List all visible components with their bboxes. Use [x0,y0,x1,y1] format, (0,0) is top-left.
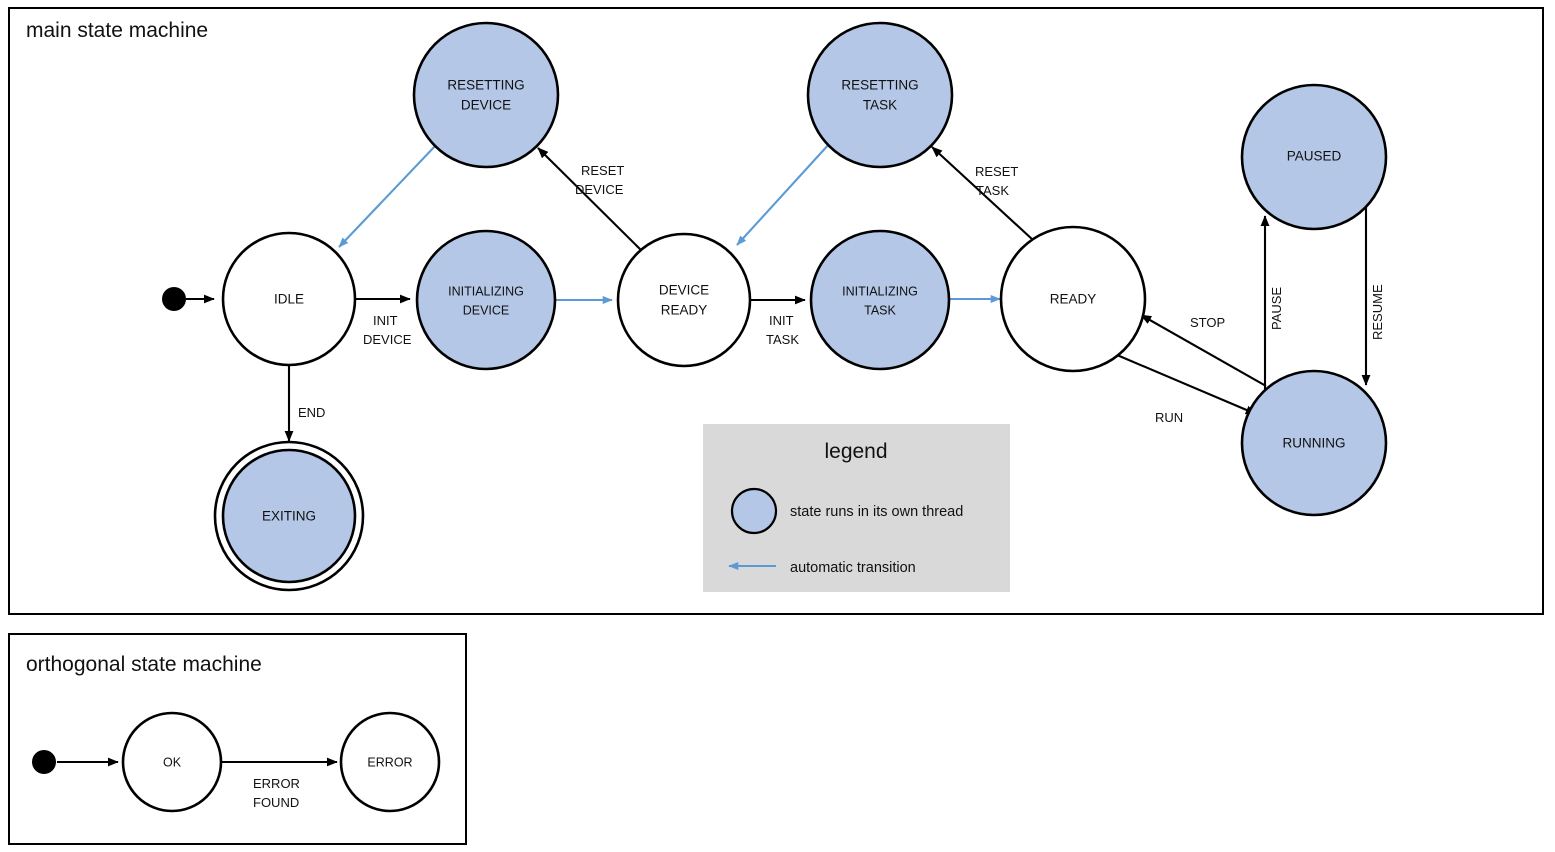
edge-device-ready-resetting-device: RESET DEVICE [537,147,645,254]
state-ready-circle[interactable] [999,225,1147,373]
state-resetting-task-label-line1: RESETTING [841,78,918,93]
edge-resetting-task-device-ready [736,142,831,246]
state-resetting-task-circle[interactable] [806,21,954,169]
state-resetting-device-label-line2: DEVICE [461,98,511,113]
state-device-ready[interactable]: DEVICE READY [616,232,752,368]
edge-idle-exiting: END [284,365,325,442]
legend-title: legend [824,440,887,463]
state-initializing-device-circle[interactable] [415,229,557,371]
edge-orthogonal-ok-error: ERROR FOUND [222,757,338,810]
edge-label-pause: PAUSE [1269,287,1284,330]
edge-paused-running: RESUME [1361,204,1385,386]
state-exiting-label: EXITING [262,509,316,524]
edge-label-end: END [298,405,325,420]
edge-label-reset-task-line2: TASK [976,183,1009,198]
state-initializing-device[interactable]: INITIALIZING DEVICE [415,229,557,371]
state-running-circle[interactable] [1240,369,1388,517]
edge-ready-running: RUN [1116,354,1257,425]
state-initializing-task[interactable]: INITIALIZING TASK [809,229,951,371]
state-initializing-task-label-line2: TASK [864,303,896,317]
edge-label-run: RUN [1155,410,1183,425]
state-exiting-circle[interactable] [221,448,357,584]
state-initializing-device-label-line2: DEVICE [463,303,510,317]
edge-label-resume: RESUME [1370,284,1385,340]
state-idle-circle[interactable] [221,231,357,367]
state-error-circle[interactable] [339,711,441,813]
edge-running-paused: PAUSE [1260,215,1284,400]
state-initializing-task-circle[interactable] [809,229,951,371]
state-paused-circle[interactable] [1240,83,1388,231]
state-ok-circle[interactable] [121,711,223,813]
state-initializing-device-label-line1: INITIALIZING [448,284,524,298]
state-initializing-task-label-line1: INITIALIZING [842,284,918,298]
state-ready-label: READY [1050,292,1097,307]
legend-auto-transition-text: automatic transition [790,560,916,576]
orthogonal-frame-title: orthogonal state machine [26,653,262,676]
legend-thread-state-icon [730,487,778,535]
state-ok-label: OK [163,755,182,769]
state-device-ready-label-line2: READY [661,303,708,318]
edge-label-init-task-line2: TASK [766,332,799,347]
state-idle-label: IDLE [274,292,304,307]
state-running[interactable]: RUNNING [1240,369,1388,517]
main-frame-title: main state machine [26,19,208,42]
legend: legend state runs in its own thread auto… [703,424,1010,592]
edge-label-reset-device-line1: RESET [581,163,624,178]
edge-label-init-device-line1: INIT [373,313,398,328]
state-paused[interactable]: PAUSED [1240,83,1388,231]
state-resetting-task[interactable]: RESETTING TASK [806,21,954,169]
state-resetting-device-circle[interactable] [412,21,560,169]
state-running-label: RUNNING [1283,436,1346,451]
edge-resetting-device-idle [338,143,438,248]
orthogonal-initial-state-dot [32,750,56,774]
state-resetting-device[interactable]: RESETTING DEVICE [412,21,560,169]
state-resetting-task-label-line2: TASK [863,98,897,113]
edge-label-stop: STOP [1190,315,1225,330]
state-paused-label: PAUSED [1287,149,1342,164]
edge-running-ready: STOP [1140,314,1267,387]
state-error-label: ERROR [367,755,412,769]
edge-label-init-task-line1: INIT [769,313,794,328]
state-exiting[interactable]: EXITING [213,440,365,592]
edge-label-init-device-line2: DEVICE [363,332,412,347]
state-resetting-device-label-line1: RESETTING [447,78,524,93]
state-error[interactable]: ERROR [339,711,441,813]
state-ready[interactable]: READY [999,225,1147,373]
edge-label-reset-device-line2: DEVICE [575,182,624,197]
state-idle[interactable]: IDLE [221,231,357,367]
state-ok[interactable]: OK [121,711,223,813]
state-device-ready-circle[interactable] [616,232,752,368]
initial-state-dot [162,287,186,311]
state-device-ready-label-line1: DEVICE [659,283,709,298]
edge-label-error-found-line1: ERROR [253,776,300,791]
legend-thread-state-text: state runs in its own thread [790,504,963,520]
edge-ready-resetting-task: RESET TASK [931,146,1034,241]
edge-label-error-found-line2: FOUND [253,795,299,810]
edge-label-reset-task-line1: RESET [975,164,1018,179]
edge-idle-initializing-device: INIT DEVICE [355,294,412,347]
edge-device-ready-initializing-task: INIT TASK [750,295,806,347]
